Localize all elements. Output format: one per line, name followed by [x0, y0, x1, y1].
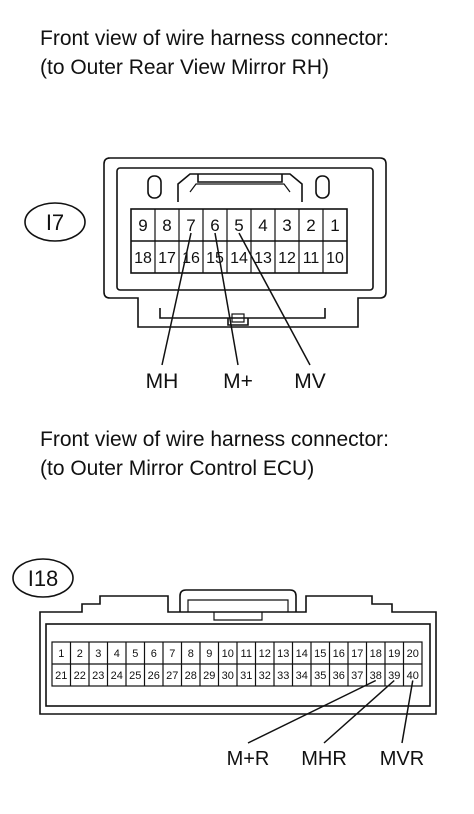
connector1-pin-8: 8	[162, 216, 171, 235]
connector1-pin-6: 6	[210, 216, 219, 235]
connector1-wire-label: MV	[294, 370, 326, 393]
connector1-wire-mplus	[214, 232, 239, 366]
connector2-pin-12: 12	[259, 648, 271, 660]
connector1-pin-7: 7	[186, 216, 195, 235]
connector1-left-latch	[147, 175, 162, 199]
connector2-wire-label: MHR	[301, 748, 347, 770]
connector2-pin-31: 31	[240, 670, 252, 682]
connector2-pin-7: 7	[169, 648, 175, 660]
connector2-caption-line2: (to Outer Mirror Control ECU)	[40, 457, 315, 480]
connector1-pin-2: 2	[306, 216, 315, 235]
connector2-pin-16: 16	[333, 648, 345, 660]
connector2-pin-40: 40	[407, 670, 419, 682]
connector2-pin-26: 26	[148, 670, 160, 682]
connector2-code-bubble	[12, 558, 74, 598]
connector2-pin-23: 23	[92, 670, 104, 682]
connector2-pin-25: 25	[129, 670, 141, 682]
connector1-inner-housing	[116, 167, 374, 291]
connector2-pin-9: 9	[206, 648, 212, 660]
connector2-pin-30: 30	[222, 670, 234, 682]
connector2-pin-21: 21	[55, 670, 67, 682]
connector2-caption: Front view of wire harness connector: (t…	[40, 425, 389, 483]
connector1-pin-12: 12	[278, 250, 296, 267]
connector2-pin-15: 15	[314, 648, 326, 660]
connector1-pin-3: 3	[282, 216, 291, 235]
connector2-wire-label: MVR	[380, 748, 424, 770]
connector2-pin-13: 13	[277, 648, 289, 660]
connector2-housing	[39, 595, 437, 715]
connector2-pin-2: 2	[77, 648, 83, 660]
connector1-code-bubble	[24, 202, 86, 242]
connector2-pin-27: 27	[166, 670, 178, 682]
connector1-pin-13: 13	[254, 250, 272, 267]
connector1-pin-11: 11	[303, 250, 320, 267]
connector2-pin-39: 39	[388, 670, 400, 682]
connector2-code: I18	[28, 566, 59, 591]
connector1-caption: Front view of wire harness connector: (t…	[40, 24, 389, 82]
connector2-inner-housing	[45, 623, 431, 707]
connector2-pin-22: 22	[74, 670, 86, 682]
connector1-right-latch	[315, 175, 330, 199]
connector1-pin-17: 17	[158, 250, 176, 267]
connector2-pin-33: 33	[277, 670, 289, 682]
connector2-pin-20: 20	[407, 648, 419, 660]
connector2-pin-11: 11	[241, 648, 252, 660]
connector1-wires: MH M+ MV	[146, 232, 326, 393]
connector1-wire-label: MH	[146, 370, 179, 393]
connector1-wire-mh	[161, 232, 192, 366]
connector2-pin-6: 6	[151, 648, 157, 660]
connector2-pin-32: 32	[259, 670, 271, 682]
connector1-housing	[103, 157, 387, 328]
connector2-pin-14: 14	[296, 648, 308, 660]
connector1-wire-label: M+	[223, 370, 253, 393]
connector2-center-latch	[179, 589, 297, 612]
connector2-pin-37: 37	[351, 670, 363, 682]
connector2-wire-label: M+R	[227, 748, 270, 770]
connector2-wire-mplusr	[247, 679, 377, 744]
connector1-lock-tab	[177, 173, 303, 202]
connector2-pin-18: 18	[370, 648, 382, 660]
connector2-pin-10: 10	[222, 648, 234, 660]
connector2-wires: M+R MHR MVR	[227, 679, 424, 770]
connector1-pin-5: 5	[234, 216, 243, 235]
connector2-wire-mvr	[401, 680, 414, 744]
connector1-pin-10: 10	[326, 250, 344, 267]
connector2-pin-17: 17	[351, 648, 363, 660]
connector1-pin-15: 15	[206, 250, 224, 267]
connector1-pin-1: 1	[330, 216, 339, 235]
connector2-pin-8: 8	[188, 648, 194, 660]
connector2-pin-29: 29	[203, 670, 215, 682]
connector2-pin-38: 38	[370, 670, 382, 682]
connector1-caption-line1: Front view of wire harness connector:	[40, 27, 389, 50]
connector2-pin-4: 4	[114, 648, 120, 660]
connector1-pin-9: 9	[138, 216, 147, 235]
connector1-bottom-key	[159, 308, 326, 326]
connector1-pin-18: 18	[134, 250, 152, 267]
connector1-caption-line2: (to Outer Rear View Mirror RH)	[40, 56, 329, 79]
connector2-pin-36: 36	[333, 670, 345, 682]
connector1-pin-14: 14	[230, 250, 248, 267]
connector2-pin-1: 1	[58, 648, 64, 660]
connector2-pin-19: 19	[388, 648, 400, 660]
connector2-pin-35: 35	[314, 670, 326, 682]
connector2-pin-24: 24	[111, 670, 123, 682]
connector1-code: I7	[46, 210, 64, 235]
connector1-diagram	[103, 157, 387, 328]
connector2-pin-28: 28	[185, 670, 197, 682]
connector1-pin-4: 4	[258, 216, 267, 235]
connector1-wire-mv	[238, 232, 311, 366]
connector2-pin-34: 34	[296, 670, 308, 682]
connector2-wire-mhr	[323, 679, 395, 744]
connector2-caption-line1: Front view of wire harness connector:	[40, 428, 389, 451]
connector2-pin-5: 5	[132, 648, 138, 660]
connector2-pin-3: 3	[95, 648, 101, 660]
